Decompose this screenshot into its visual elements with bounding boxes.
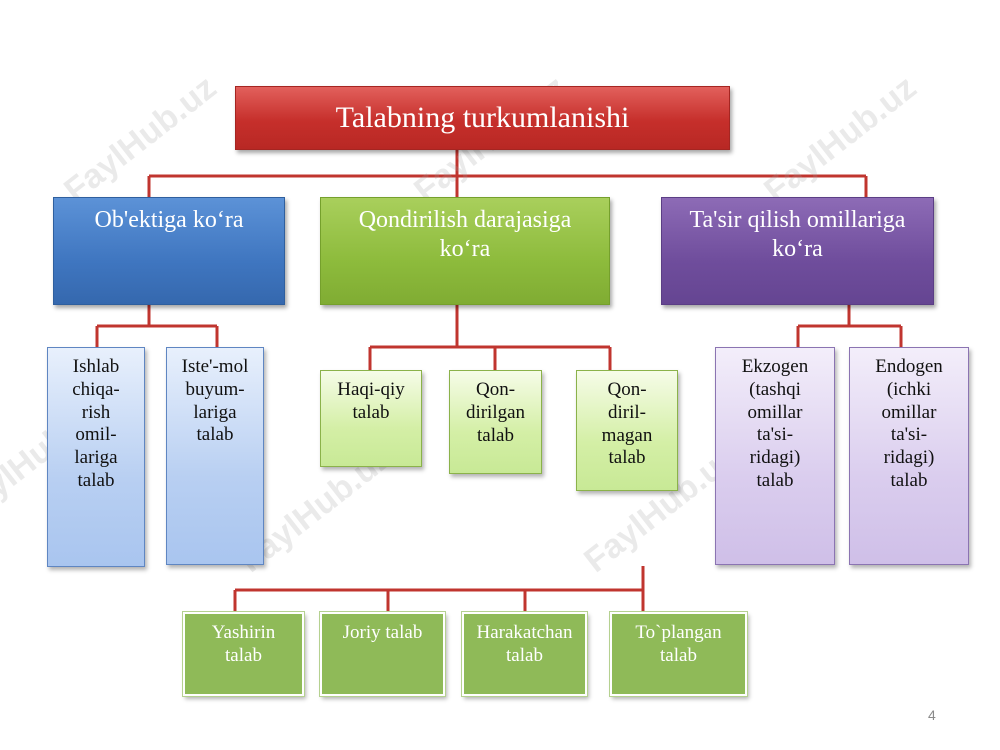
category-satisfaction: Qondirilish darajasiga ko‘ra	[320, 197, 610, 305]
leaf-unsatisfied-demand-label: Qon-diril-magan talab	[601, 379, 653, 469]
subtype-current-label: Joriy talab	[342, 622, 423, 643]
leaf-exogenous-demand-label: Ekzogen (tashqi omillar ta'si-ridagi) ta…	[741, 356, 809, 491]
leaf-production-factors-label: Ishlab chiqa-rish omil-lariga talab	[72, 356, 120, 491]
category-satisfaction-label: Qondirilish darajasiga ko‘ra	[358, 207, 572, 262]
leaf-consumer-goods: Iste'-mol buyum-lariga talab	[166, 347, 264, 565]
diagram-title: Talabning turkumlanishi	[235, 86, 730, 150]
leaf-real-demand: Haqi-qiy talab	[320, 370, 422, 467]
subtype-active: Harakatchan talab	[461, 611, 588, 697]
subtype-hidden: Yashirin talab	[182, 611, 305, 697]
category-factors-label: Ta'sir qilish omillariga ko‘ra	[689, 207, 906, 262]
category-factors: Ta'sir qilish omillariga ko‘ra	[661, 197, 934, 305]
leaf-satisfied-demand-label: Qon-dirilgan talab	[465, 379, 526, 446]
leaf-real-demand-label: Haqi-qiy talab	[337, 379, 405, 423]
page-number: 4	[928, 707, 936, 723]
diagram-title-text: Talabning turkumlanishi	[335, 101, 630, 134]
connector-satisfaction-leaves	[368, 305, 612, 370]
leaf-endogenous-demand-label: Endogen (ichki omillar ta'si-ridagi) tal…	[875, 356, 943, 491]
leaf-endogenous-demand: Endogen (ichki omillar ta'si-ridagi) tal…	[849, 347, 969, 565]
subtype-active-label: Harakatchan talab	[476, 622, 573, 666]
category-object-label: Ob'ektiga ko‘ra	[94, 207, 244, 233]
leaf-production-factors: Ishlab chiqa-rish omil-lariga talab	[47, 347, 145, 567]
subtype-current: Joriy talab	[319, 611, 446, 697]
connector-title-categories	[147, 150, 868, 197]
leaf-satisfied-demand: Qon-dirilgan talab	[449, 370, 542, 474]
connector-subtypes	[233, 566, 645, 612]
category-object: Ob'ektiga ko‘ra	[53, 197, 285, 305]
leaf-exogenous-demand: Ekzogen (tashqi omillar ta'si-ridagi) ta…	[715, 347, 835, 565]
leaf-consumer-goods-label: Iste'-mol buyum-lariga talab	[181, 356, 249, 446]
subtype-hidden-label: Yashirin talab	[211, 622, 276, 666]
subtype-accumulated: To`plangan talab	[609, 611, 748, 697]
leaf-unsatisfied-demand: Qon-diril-magan talab	[576, 370, 678, 491]
connector-factors-leaves	[796, 305, 903, 347]
connector-object-leaves	[95, 305, 219, 347]
subtype-accumulated-label: To`plangan talab	[635, 622, 722, 666]
